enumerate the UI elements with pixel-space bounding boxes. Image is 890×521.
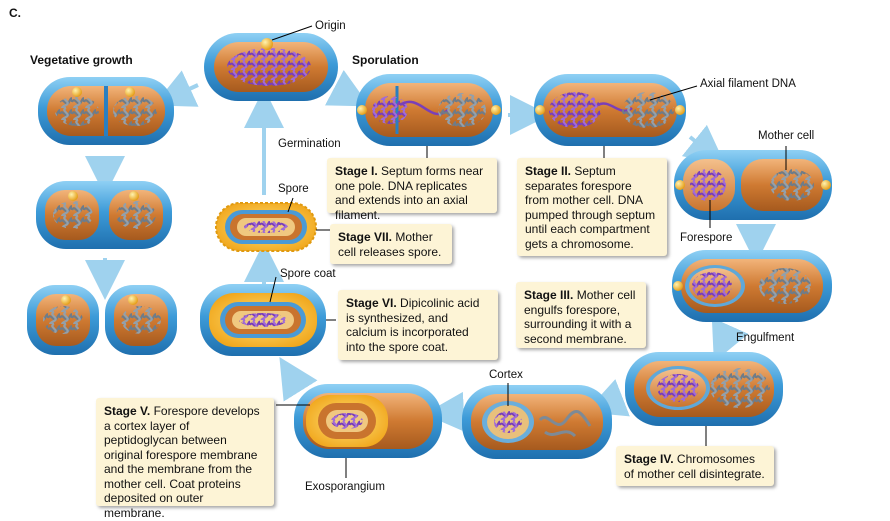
stage-1-title: Stage I.	[335, 164, 378, 178]
stage-7-text: Mother cell releases spore.	[338, 230, 442, 259]
stage-6-box: Stage VI. Dipicolinic acid is synthesize…	[338, 290, 498, 360]
stage-6-text: Dipicolinic acid is synthesized, and cal…	[346, 296, 480, 354]
label-germination: Germination	[278, 138, 341, 150]
panel-letter: C.	[9, 6, 21, 20]
origin-dot	[261, 38, 273, 50]
stage-2-box: Stage II. Septum separates forespore fro…	[517, 158, 667, 256]
heading-sporulation: Sporulation	[352, 53, 419, 67]
chromosome-purple	[227, 48, 311, 86]
stage-1-cell	[356, 74, 502, 146]
stage-5-text: Forespore develops a cortex layer of pep…	[104, 404, 260, 520]
stage-1-box: Stage I. Septum forms near one pole. DNA…	[327, 158, 497, 222]
origin-leader	[271, 25, 313, 41]
arrow-to-engulfment	[711, 317, 749, 363]
stage-5-box: Stage V. Forespore develops a cortex lay…	[96, 398, 274, 520]
stage-3-text: Mother cell engulfs forespore, surroundi…	[524, 288, 636, 346]
stage-2-text: Septum separates forespore from mother c…	[525, 164, 656, 251]
vegetative-cell-2	[36, 181, 172, 249]
vegetative-cell-1	[38, 77, 174, 145]
label-origin: Origin	[315, 20, 346, 32]
cortex-cell	[462, 385, 612, 459]
arrow-origin-to-vegetative	[153, 70, 199, 107]
stage-4-box: Stage IV. Chromosomes of mother cell dis…	[616, 446, 774, 486]
arrow-stage5-to-stage6	[279, 357, 318, 402]
stage-6-cell	[200, 284, 326, 356]
stage-6-title: Stage VI.	[346, 296, 397, 310]
stage-2-cell	[534, 74, 686, 146]
label-engulfment: Engulfment	[736, 332, 795, 344]
label-axial-filament-dna: Axial filament DNA	[700, 78, 796, 90]
stage-4-title: Stage IV.	[624, 452, 674, 466]
stage-3-title: Stage III.	[524, 288, 574, 302]
label-spore: Spore	[278, 183, 309, 195]
stage-4-text: Chromosomes of mother cell disintegrate.	[624, 452, 765, 481]
stage-3-box: Stage III. Mother cell engulfs forespore…	[516, 282, 646, 348]
stage-5-cell	[294, 384, 442, 458]
stage-7-title: Stage VII.	[338, 230, 393, 244]
stage-5-title: Stage V.	[104, 404, 151, 418]
arrow-cortex-to-stage5	[424, 391, 466, 432]
stage-4-cell	[625, 352, 783, 426]
stage-2b-cell	[674, 150, 832, 220]
stage-3-cell	[672, 250, 832, 322]
label-spore-coat: Spore coat	[280, 268, 336, 280]
label-cortex: Cortex	[489, 369, 523, 381]
heading-vegetative-growth: Vegetative growth	[30, 53, 133, 67]
stage-2-title: Stage II.	[525, 164, 572, 178]
stage-1-text: Septum forms near one pole. DNA replicat…	[335, 164, 484, 222]
process-arrows	[85, 69, 776, 432]
stage-7-box: Stage VII. Mother cell releases spore.	[330, 224, 452, 264]
label-forespore: Forespore	[680, 232, 733, 244]
spore	[215, 202, 317, 252]
arrow-origin-to-stage1	[324, 69, 370, 107]
origin-cell	[204, 33, 338, 101]
label-mother-cell: Mother cell	[758, 130, 815, 142]
label-exosporangium: Exosporangium	[305, 481, 385, 493]
vegetative-cell-3	[27, 285, 177, 355]
